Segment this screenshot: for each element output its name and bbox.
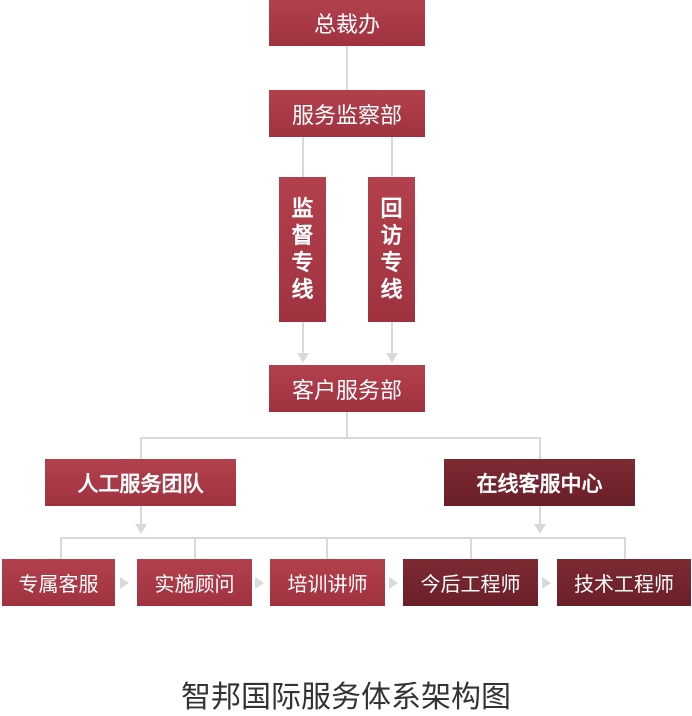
arrow-down-icon (297, 353, 309, 363)
connector-role5 (624, 537, 626, 559)
connector-role1 (60, 537, 62, 559)
team-box-manual: 人工服务团队 (45, 459, 236, 506)
role-box: 培训讲师 (270, 559, 385, 606)
connector-role2 (194, 537, 196, 559)
connector-team1-down (140, 506, 142, 526)
connector-teams-horizontal (140, 437, 540, 439)
callback-line-char: 线 (380, 277, 403, 303)
connector-cs-down (346, 412, 348, 438)
role-label: 今后工程师 (420, 572, 521, 596)
customer-service-label: 客户服务部 (291, 378, 402, 404)
connector-team2-down (539, 506, 541, 526)
arrow-right-icon (389, 577, 398, 589)
supervision-line-char: 专 (291, 250, 314, 276)
arrow-down-icon (135, 524, 147, 534)
role-label: 培训讲师 (287, 572, 368, 596)
arrow-down-icon (386, 353, 398, 363)
supervision-line-char: 监 (291, 196, 314, 222)
top-office-label: 总裁办 (313, 13, 380, 38)
diagram-caption: 智邦国际服务体系架构图 (181, 680, 511, 715)
callback-line-char: 访 (380, 223, 403, 249)
team-label: 在线客服中心 (476, 471, 603, 496)
connector-left-line-down (302, 322, 304, 354)
connector-right-line (391, 137, 393, 177)
connector-roles-horizontal (60, 537, 626, 539)
role-box: 技术工程师 (557, 559, 691, 606)
supervision-line-box: 监 督 专 线 (279, 177, 326, 322)
supervision-dept-box: 服务监察部 (269, 90, 425, 137)
top-office-box: 总裁办 (269, 0, 425, 46)
connector-team2-up (539, 437, 541, 459)
customer-service-box: 客户服务部 (269, 365, 425, 412)
role-label: 实施顾问 (154, 572, 235, 596)
arrow-down-icon (534, 524, 546, 534)
connector-right-line-down (391, 322, 393, 354)
role-label: 专属客服 (18, 572, 99, 596)
arrow-right-icon (120, 577, 129, 589)
role-box: 今后工程师 (403, 559, 538, 606)
supervision-line-char: 线 (291, 277, 314, 303)
arrow-right-icon (255, 577, 264, 589)
supervision-line-char: 督 (291, 223, 314, 249)
role-label: 技术工程师 (574, 572, 674, 596)
role-box: 实施顾问 (137, 559, 252, 606)
connector-role4 (470, 537, 472, 559)
supervision-dept-label: 服务监察部 (291, 103, 402, 129)
callback-line-char: 回 (380, 196, 403, 222)
callback-line-box: 回 访 专 线 (368, 177, 415, 322)
callback-line-char: 专 (380, 250, 403, 276)
connector-role3 (326, 537, 328, 559)
team-box-online: 在线客服中心 (444, 459, 635, 506)
connector-top (346, 46, 348, 90)
connector-left-line (302, 137, 304, 177)
arrow-right-icon (542, 577, 551, 589)
role-box: 专属客服 (2, 559, 115, 606)
connector-team1-up (140, 437, 142, 459)
team-label: 人工服务团队 (77, 471, 204, 496)
